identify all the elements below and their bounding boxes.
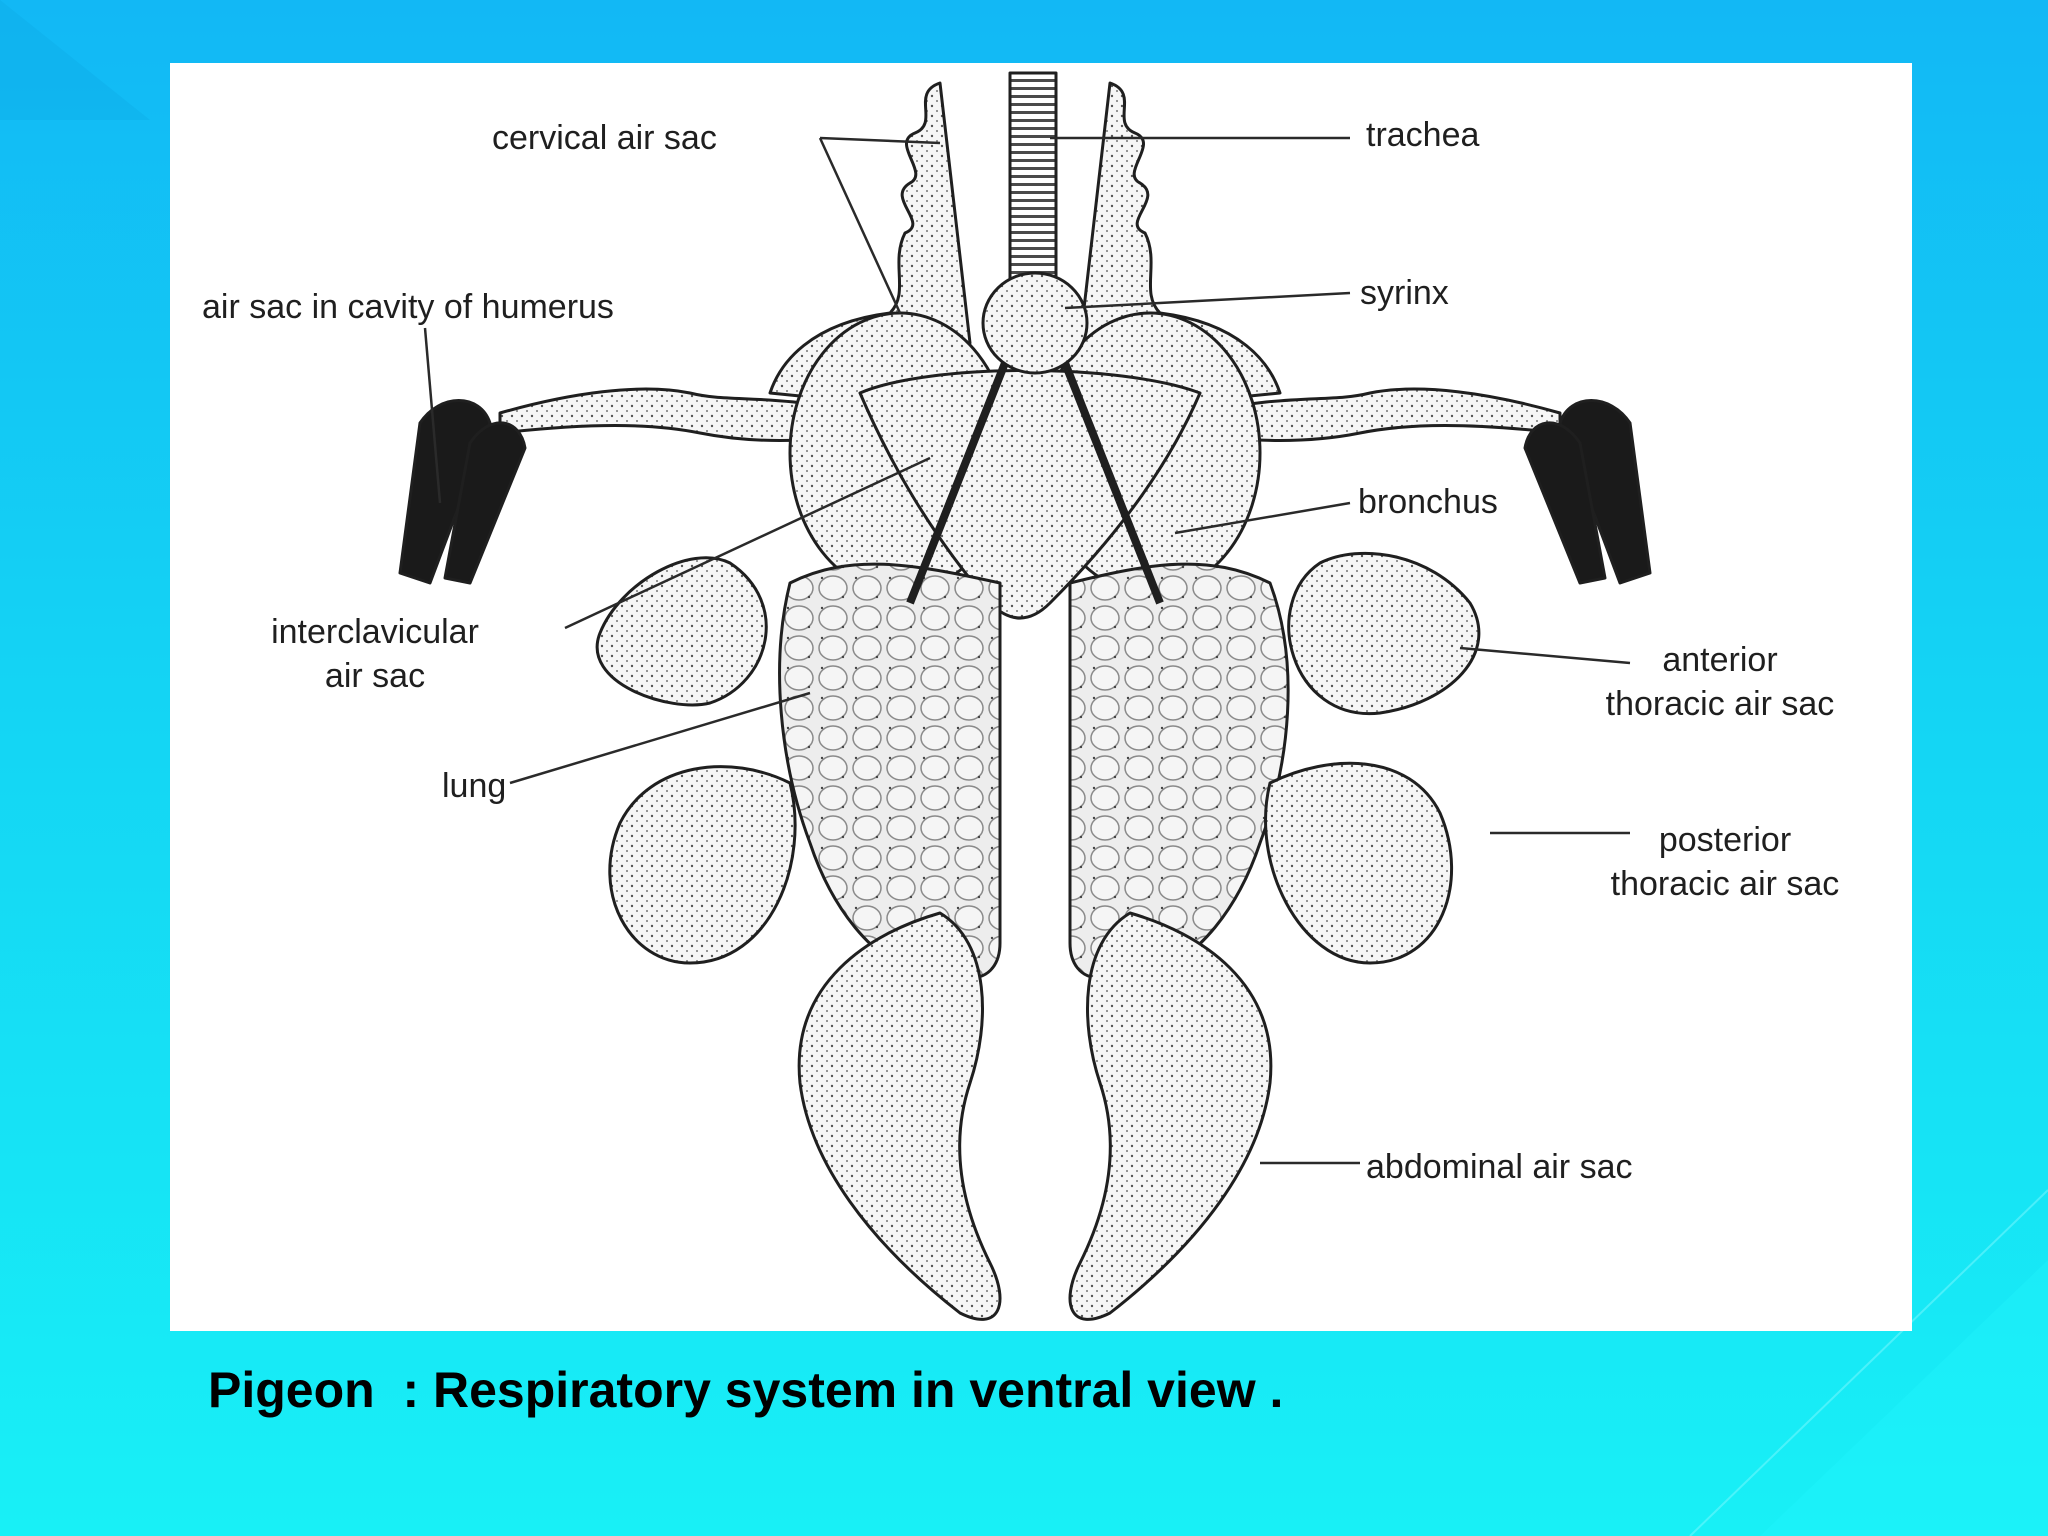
diagram-panel: cervical air sac trachea air sac in cavi… <box>170 63 1912 1331</box>
anterior-thoracic-left <box>595 556 768 707</box>
caption: Pigeon : Respiratory system in ventral v… <box>208 1362 1284 1418</box>
label-abdominal-air-sac: abdominal air sac <box>1366 1148 1633 1186</box>
humerus-left-2 <box>443 421 527 585</box>
abdominal-air-sac-right <box>1068 911 1273 1321</box>
leader-humerus <box>423 327 442 504</box>
label-anterior-line2: thoracic air sac <box>1605 685 1835 723</box>
bronchus-left <box>906 361 1009 605</box>
respiratory-diagram <box>398 71 1652 1321</box>
lung-right <box>1068 562 1290 980</box>
posterior-thoracic-right <box>1264 761 1454 965</box>
leader-bronchus <box>1174 501 1351 535</box>
abdominal-air-sac-left <box>797 911 1002 1321</box>
bronchus-right <box>1061 361 1164 605</box>
label-interclavicular-line2: air sac <box>324 657 426 695</box>
label-cervical-air-sac: cervical air sac <box>492 119 717 157</box>
leader-anterior <box>1459 646 1631 665</box>
label-posterior-thoracic: posterior thoracic air sac <box>1560 818 1890 906</box>
leader-cervical <box>818 136 941 314</box>
humerus-right-2 <box>1523 421 1607 585</box>
leader-interclavicular <box>564 456 931 630</box>
leader-syrinx <box>1064 291 1351 310</box>
label-posterior-line1: posterior <box>1658 821 1792 859</box>
lung-left <box>778 562 1002 980</box>
label-anterior-thoracic: anterior thoracic air sac <box>1555 638 1885 726</box>
label-interclavicular: interclavicular air sac <box>250 610 500 698</box>
label-anterior-line1: anterior <box>1662 641 1778 679</box>
label-bronchus: bronchus <box>1358 483 1498 521</box>
syrinx <box>981 271 1089 375</box>
label-syrinx: syrinx <box>1360 274 1449 312</box>
label-trachea: trachea <box>1366 116 1480 154</box>
label-interclavicular-line1: interclavicular <box>271 613 479 651</box>
leader-lung <box>509 691 811 785</box>
label-lung: lung <box>442 767 507 805</box>
label-humerus-air-sac: air sac in cavity of humerus <box>202 288 614 326</box>
label-posterior-line2: thoracic air sac <box>1610 865 1840 903</box>
anterior-thoracic-right <box>1287 551 1481 715</box>
posterior-thoracic-left <box>608 765 797 965</box>
